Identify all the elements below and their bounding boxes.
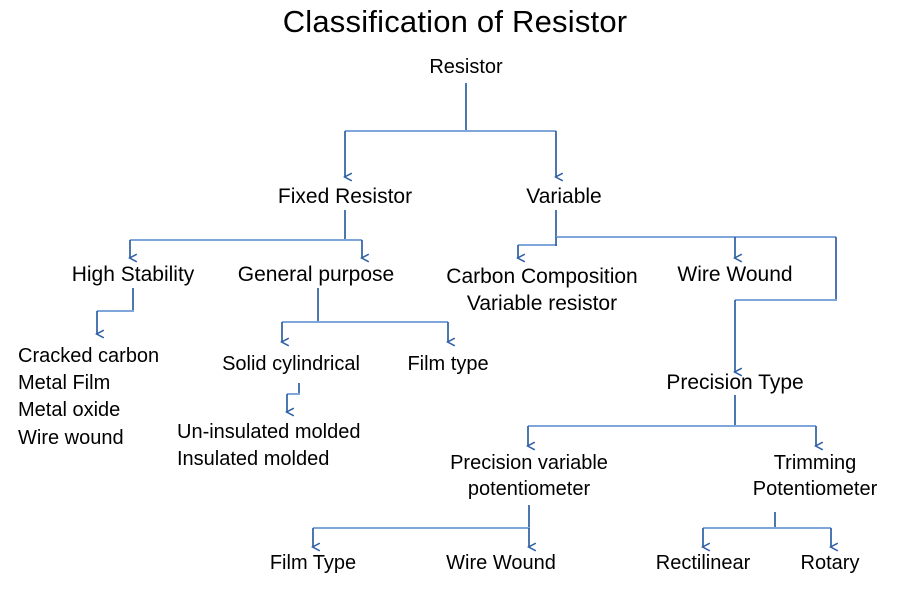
node-film-type-bottom[interactable]: Film Type bbox=[269, 552, 357, 574]
precision-variable-line-2: potentiometer bbox=[467, 478, 591, 500]
diagram-title: Classification of Resistor bbox=[282, 4, 628, 39]
node-wire-wound-variable[interactable]: Wire Wound bbox=[677, 263, 793, 286]
node-trimming-potentiometer[interactable]: Trimming Potentiometer bbox=[753, 450, 878, 502]
node-wire-wound-bottom[interactable]: Wire Wound bbox=[446, 552, 556, 574]
node-general-purpose[interactable]: General purpose bbox=[237, 263, 395, 286]
node-carbon-composition-variable-resistor[interactable]: Carbon Composition Variable resistor bbox=[446, 263, 637, 318]
trimming-line-2: Potentiometer bbox=[752, 478, 878, 500]
node-precision-type[interactable]: Precision Type bbox=[666, 371, 804, 394]
node-rotary[interactable]: Rotary bbox=[800, 552, 860, 574]
node-variable[interactable]: Variable bbox=[526, 185, 602, 208]
trimming-line-1: Trimming bbox=[773, 452, 857, 474]
node-precision-variable-potentiometer[interactable]: Precision variable potentiometer bbox=[450, 450, 608, 502]
list-item-un-insulated-molded[interactable]: Un-insulated molded bbox=[177, 421, 361, 443]
list-item-insulated-molded[interactable]: Insulated molded bbox=[177, 448, 330, 471]
precision-variable-line-1: Precision variable bbox=[450, 452, 608, 474]
node-film-type-general[interactable]: Film type bbox=[407, 353, 489, 375]
carbon-composition-line-1: Carbon Composition bbox=[446, 265, 638, 288]
list-high-stability-types: Cracked carbon Metal Film Metal oxide Wi… bbox=[18, 343, 159, 452]
list-item-cracked-carbon[interactable]: Cracked carbon bbox=[18, 345, 160, 367]
list-item-wire-wound[interactable]: Wire wound bbox=[18, 426, 124, 449]
node-high-stability[interactable]: High Stability bbox=[71, 263, 195, 286]
node-fixed-resistor[interactable]: Fixed Resistor bbox=[277, 185, 413, 208]
list-item-metal-oxide[interactable]: Metal oxide bbox=[18, 399, 121, 422]
node-rectilinear[interactable]: Rectilinear bbox=[655, 552, 751, 574]
node-resistor[interactable]: Resistor bbox=[429, 56, 503, 78]
list-solid-cylindrical-types: Un-insulated molded Insulated molded bbox=[177, 419, 360, 473]
list-item-metal-film[interactable]: Metal Film bbox=[18, 372, 111, 395]
node-solid-cylindrical[interactable]: Solid cylindrical bbox=[222, 353, 360, 375]
carbon-composition-line-2: Variable resistor bbox=[466, 292, 618, 316]
